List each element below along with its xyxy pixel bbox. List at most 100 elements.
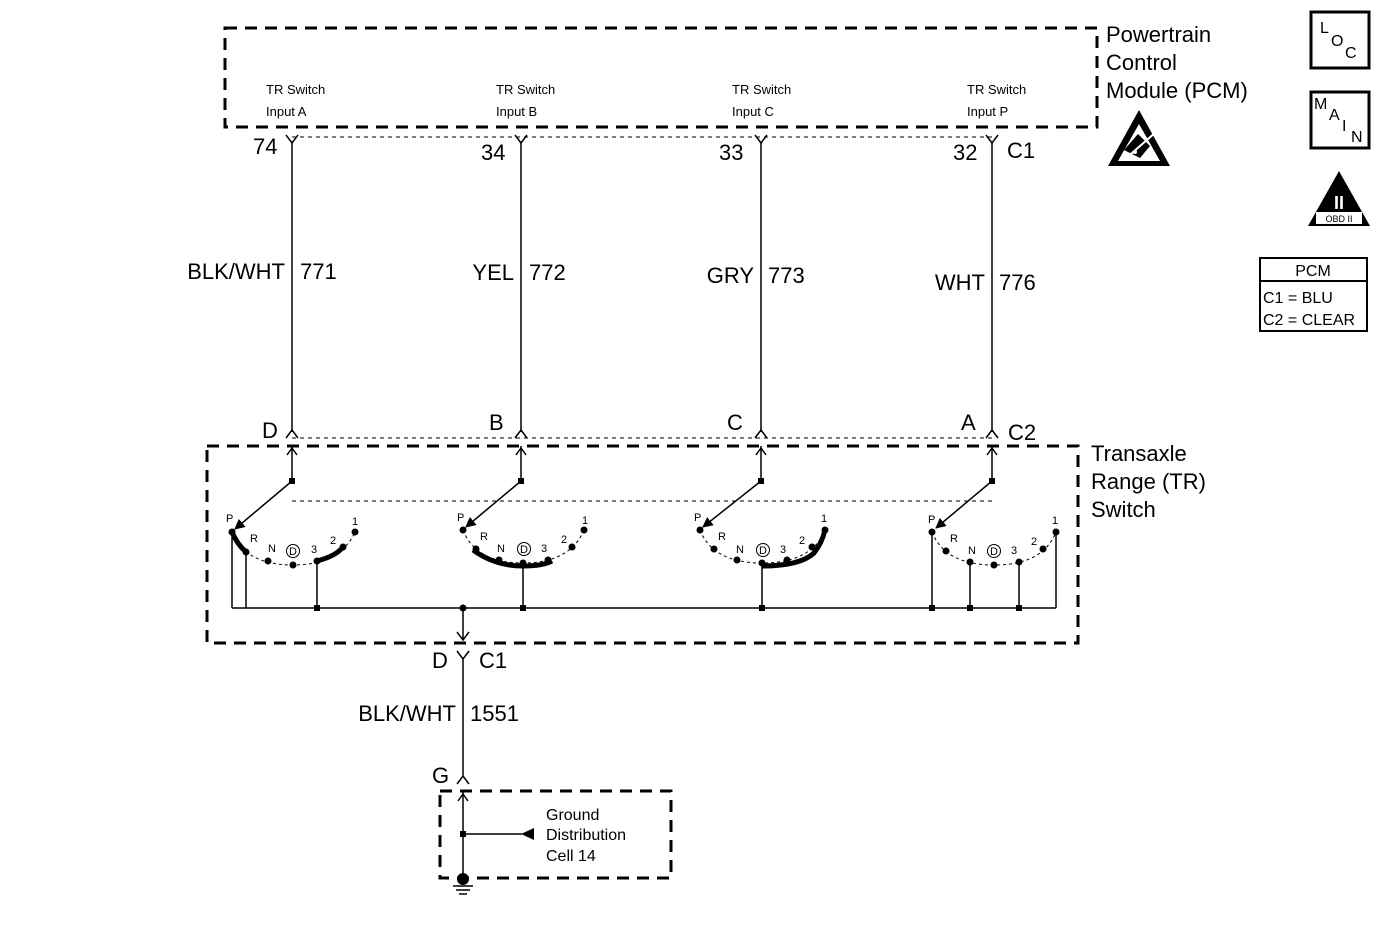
circuit-number-776: 776 — [999, 270, 1036, 295]
tr-terminal-d: D — [262, 418, 278, 443]
position-label: D — [990, 546, 998, 558]
loc-icon: L O C — [1309, 10, 1371, 70]
pcm-connector-table: PCM C1 = BLU C2 = CLEAR — [1259, 257, 1368, 332]
pcm-pin-33: 33 — [719, 140, 743, 165]
position-label: D — [289, 546, 297, 558]
pcm-input-a-line2: Input A — [266, 104, 307, 119]
pcm-module: Powertrain Control Module (PCM) C1 — [223, 22, 1248, 163]
position-label: P — [928, 514, 935, 526]
position-label: P — [226, 513, 233, 525]
svg-text:M: M — [1314, 96, 1327, 113]
pcm-input-c-line2: Input C — [732, 104, 774, 119]
ground-dist-line1: Ground — [546, 807, 599, 824]
position-label: P — [694, 512, 701, 524]
switch-section-b: P R N D 3 2 1 — [457, 446, 588, 611]
svg-text:I: I — [1342, 118, 1346, 135]
circuit-776: TR Switch Input P 32 WHT 776 A — [935, 82, 1036, 439]
tr-title-line3: Switch — [1091, 497, 1156, 522]
ground-distribution: Ground Distribution Cell 14 — [438, 789, 673, 895]
pcm-input-a-line1: TR Switch — [266, 82, 325, 97]
pcm-input-p-line1: TR Switch — [967, 82, 1026, 97]
position-label: 2 — [1031, 536, 1037, 548]
position-label: R — [950, 533, 958, 545]
position-label: 1 — [1052, 515, 1058, 527]
position-label: D — [520, 544, 528, 556]
pcm-pin-34: 34 — [481, 140, 505, 165]
position-label: 3 — [541, 543, 547, 555]
svg-text:OBD II: OBD II — [1325, 214, 1352, 224]
pcm-input-b-line2: Input B — [496, 104, 537, 119]
position-label: N — [497, 543, 505, 555]
position-label: N — [736, 544, 744, 556]
wire-color-1551: BLK/WHT — [358, 701, 456, 726]
main-icon: M A I N — [1309, 90, 1371, 150]
position-label: R — [250, 533, 258, 545]
obd-ii-icon: II OBD II — [1308, 171, 1370, 226]
circuit-1551: D C1 BLK/WHT 1551 G — [358, 608, 519, 788]
position-label: 2 — [561, 534, 567, 546]
wire-color-773: GRY — [707, 263, 755, 288]
pcm-table-row1: C1 = BLU — [1263, 290, 1333, 307]
wire-color-771: BLK/WHT — [187, 259, 285, 284]
ground-symbol-icon — [453, 873, 473, 895]
tr-terminal-c: C — [727, 410, 743, 435]
wire-color-776: WHT — [935, 270, 985, 295]
tr-terminal-b: B — [489, 410, 504, 435]
position-label: N — [268, 543, 276, 555]
svg-text:A: A — [1329, 107, 1340, 124]
circuit-771: TR Switch Input A 74 BLK/WHT 771 D — [187, 82, 337, 443]
pcm-input-c-line1: TR Switch — [732, 82, 791, 97]
tr-switch: C2 Transaxle Range (TR) Switch — [205, 420, 1206, 645]
svg-text:O: O — [1331, 33, 1343, 50]
circuit-number-772: 772 — [529, 260, 566, 285]
svg-text:C: C — [1345, 45, 1357, 62]
position-label: N — [968, 545, 976, 557]
circuit-772: TR Switch Input B 34 YEL 772 B — [472, 82, 566, 439]
svg-text:II: II — [1334, 193, 1344, 213]
wire-color-772: YEL — [472, 260, 514, 285]
pcm-title-line3: Module (PCM) — [1106, 78, 1248, 103]
tr-title-line2: Range (TR) — [1091, 469, 1206, 494]
ground-terminal-g: G — [432, 763, 449, 788]
circuit-number-773: 773 — [768, 263, 805, 288]
ground-dist-line2: Distribution — [546, 827, 626, 844]
esd-warning-icon — [1108, 110, 1170, 166]
position-label: 3 — [780, 544, 786, 556]
position-label: 3 — [311, 544, 317, 556]
tr-switch-box — [205, 444, 1080, 645]
pcm-table-header: PCM — [1295, 263, 1331, 280]
svg-text:N: N — [1351, 129, 1363, 146]
position-label: 3 — [1011, 545, 1017, 557]
pcm-pin-32: 32 — [953, 140, 977, 165]
pcm-title-line1: Powertrain — [1106, 22, 1211, 47]
position-label: R — [480, 531, 488, 543]
position-label: R — [718, 531, 726, 543]
pcm-box — [223, 26, 1099, 129]
tr-title-line1: Transaxle — [1091, 441, 1187, 466]
switch-section-a: P R N D 3 2 1 — [928, 446, 1060, 611]
position-label: 1 — [352, 516, 358, 528]
ground-dist-line3: Cell 14 — [546, 848, 596, 865]
position-label: 2 — [799, 535, 805, 547]
pcm-title-line2: Control — [1106, 50, 1177, 75]
pcm-input-b-line1: TR Switch — [496, 82, 555, 97]
position-label: D — [759, 545, 767, 557]
pcm-connector-label: C1 — [1007, 138, 1035, 163]
position-label: P — [457, 512, 464, 524]
tr-terminal-a: A — [961, 410, 976, 435]
pcm-pin-74: 74 — [253, 134, 277, 159]
switch-section-d: P R N D 3 2 1 — [226, 446, 359, 611]
tr-connector-c2-label: C2 — [1008, 420, 1036, 445]
pcm-table-row2: C2 = CLEAR — [1263, 312, 1355, 329]
switch-section-c: P R N D 3 2 1 — [694, 446, 829, 611]
circuit-773: TR Switch Input C 33 GRY 773 C — [707, 82, 805, 439]
circuit-number-1551: 1551 — [470, 701, 519, 726]
tr-bottom-terminal-d: D — [432, 648, 448, 673]
circuit-number-771: 771 — [300, 259, 337, 284]
svg-text:L: L — [1320, 20, 1329, 37]
position-label: 2 — [330, 535, 336, 547]
position-label: 1 — [821, 513, 827, 525]
tr-connector-c1-label: C1 — [479, 648, 507, 673]
pcm-input-p-line2: Input P — [967, 104, 1008, 119]
